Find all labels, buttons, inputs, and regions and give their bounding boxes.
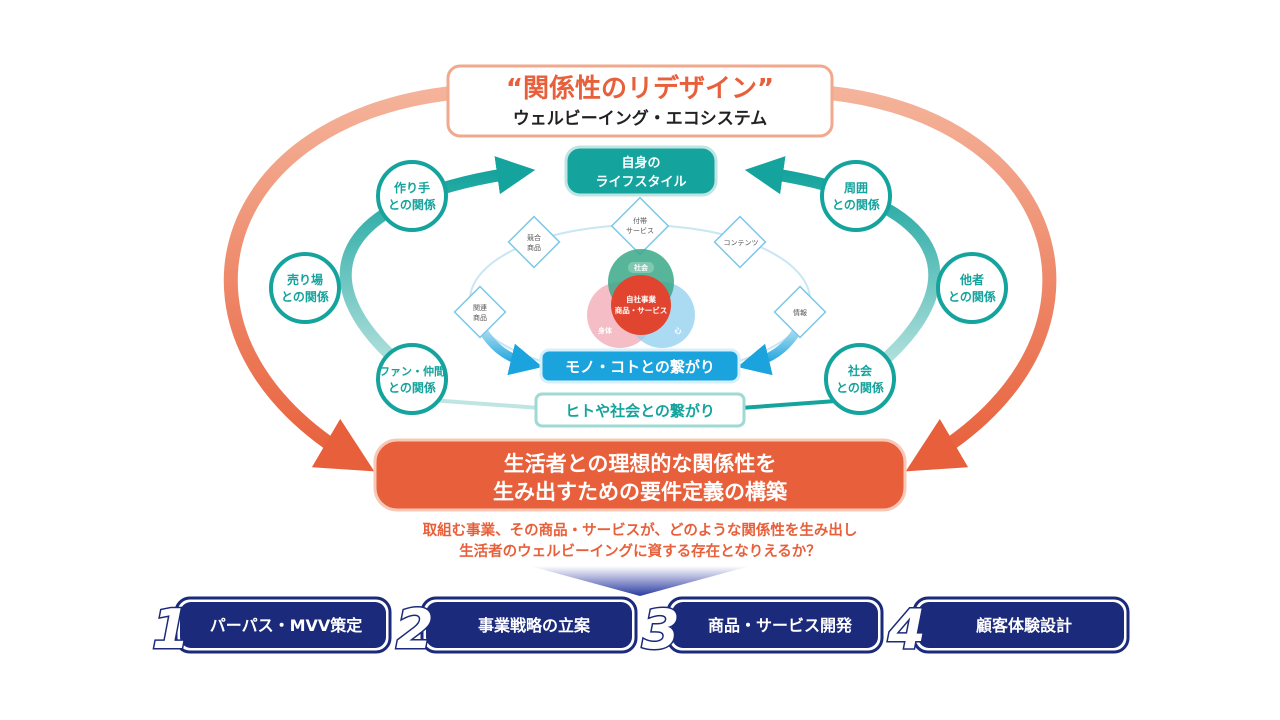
goal-line2: 生み出すための要件定義の構築 [493,480,788,504]
lifestyle-line2: ライフスタイル [595,175,686,190]
diamond-service: 付帯 サービス [610,196,670,256]
venn-label-body: 身体 [597,326,613,335]
venn-label-mind: 心 [675,326,682,335]
diamond-info: 情報 [773,285,827,339]
step-4-label: 顧客体験設計 [976,616,1072,635]
diamond-info-line1: 情報 [793,308,807,317]
diamond-content: コンテンツ [713,215,767,269]
diamond-competitor-line1: 競合 [527,233,541,242]
diamond-related: 関連 商品 [453,285,507,339]
relation-circle-store-line1: 売り場 [287,272,323,287]
relation-circle-surroundings-line1: 周囲 [844,181,868,195]
relation-circle-fans-line2: との関係 [388,380,436,395]
relation-circle-store-line2: との関係 [281,289,329,304]
right-orange-arc [823,86,1057,472]
left-teal-arc [339,156,536,386]
relation-circle-society: 社会 との関係 [824,343,896,415]
venn-center [611,275,671,335]
relation-circle-store: 売り場 との関係 [269,252,341,324]
step-4: 4 顧客体験設計 [886,596,1130,663]
step-2: 2 事業戦略の立案 [395,596,638,663]
relation-circle-maker: 作り手 との関係 [376,160,448,232]
teal-connection-label: ヒトや社会との繋がり [565,402,715,420]
blue-connection-box [539,348,741,384]
relation-circle-others-line2: との関係 [948,289,996,304]
bottom-teal-line-right [739,398,851,410]
header-box [446,64,834,138]
step-3: 3 商品・サービス開発 [641,596,884,663]
relation-circle-society-line2: との関係 [836,380,884,395]
bottom-teal-line-left [429,398,541,410]
step-3-label: 商品・サービス開発 [708,616,853,635]
venn-center-line1: 自社事業 [626,294,656,304]
goal-line1: 生活者との理想的な関係性を [504,452,777,476]
step-1-label: パーパス・MVV策定 [210,616,363,635]
teal-connection-box [534,392,746,428]
relation-circle-maker-line2: との関係 [388,197,436,212]
diamond-competitor: 競合 商品 [507,215,561,269]
lifestyle-box [564,145,718,197]
relation-circle-fans-line1: ファン・仲間 [379,364,445,378]
step-1: 1 パーパス・MVV策定 [151,596,392,663]
relation-circle-society-line1: 社会 [847,363,873,378]
step-3-number: 3 [642,598,680,661]
lifestyle-line1: 自身の [621,155,660,171]
left-orange-arc [223,86,459,472]
relation-circle-others: 他者 との関係 [936,252,1008,324]
relation-circle-others-line1: 他者 [959,272,984,287]
diamond-competitor-line2: 商品 [527,243,541,252]
header-subtitle: ウェルビーイング・エコシステム [513,108,768,129]
step-2-label: 事業戦略の立案 [478,616,591,635]
venn-label-society: 社会 [633,263,649,272]
relation-circle-surroundings-line2: との関係 [832,197,880,212]
diamond-service-line2: サービス [626,226,654,235]
relation-circle-surroundings: 周囲 との関係 [820,160,892,232]
venn-center-line2: 商品・サービス [615,305,668,315]
relation-circle-fans: ファン・仲間 との関係 [376,343,448,415]
funnel-shape [530,566,750,596]
diamond-related-line2: 商品 [473,313,487,322]
goal-box [373,438,907,512]
step-1-number: 1 [152,598,190,661]
diamond-service-line1: 付帯 [633,216,647,225]
question-line1: 取組む事業、その商品・サービスが、どのような関係性を生み出し [423,521,858,539]
relation-circle-maker-line1: 作り手 [394,180,430,195]
step-2-number: 2 [396,598,434,661]
blue-connection-label: モノ・コトとの繋がり [565,358,715,376]
step-4-number: 4 [887,598,926,661]
venn-diagram: 社会 身体 心 自社事業 商品・サービス [587,249,695,348]
diamond-content-line1: コンテンツ [724,239,759,247]
question-line2: 生活者のウェルビーイングに資する存在となりえるか？ [459,542,821,560]
header-title: “関係性のリデザイン” [506,73,774,104]
diamond-related-line1: 関連 [473,303,487,312]
